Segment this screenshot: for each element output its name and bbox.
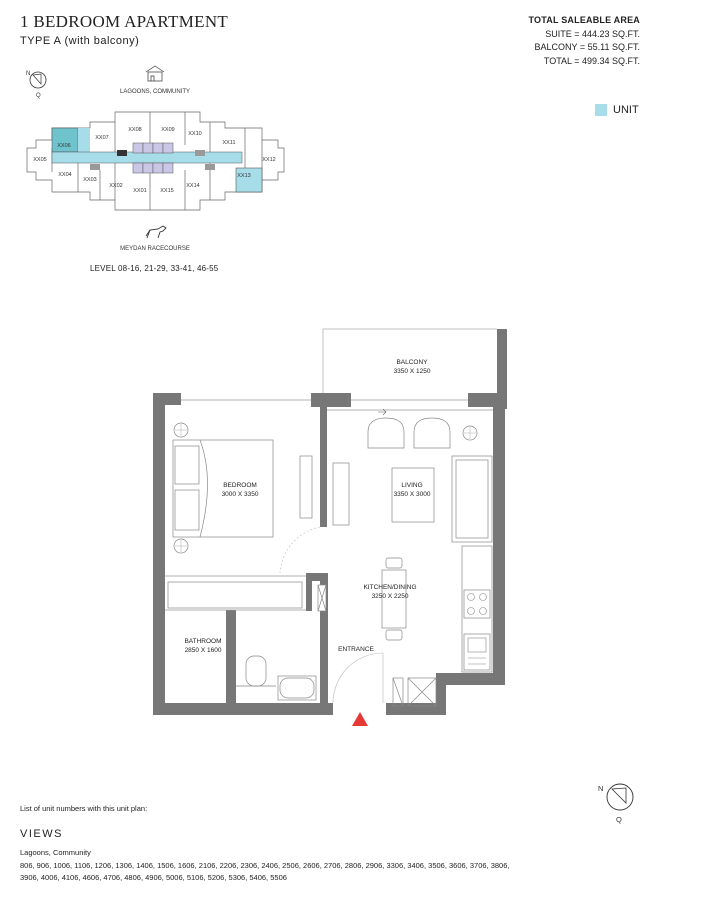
keyplan-highlight-unit [78, 128, 90, 152]
unit-type-subtitle: TYPE A (with balcony) [20, 35, 140, 47]
svg-text:XX09: XX09 [161, 127, 174, 133]
svg-text:XX08: XX08 [128, 127, 141, 133]
svg-text:XX01: XX01 [133, 188, 146, 194]
bedroom-label: BEDROOM [223, 482, 257, 489]
saleable-area-block: TOTAL SALEABLE AREA SUITE = 444.23 SQ.FT… [529, 14, 640, 68]
entrance-label: ENTRANCE [338, 646, 374, 653]
balcony-dim: 3350 X 1250 [394, 368, 431, 375]
svg-text:XX06: XX06 [57, 143, 70, 149]
community-icon [145, 65, 165, 82]
views-heading: VIEWS [20, 828, 63, 840]
keyplan-bottom-label: MEYDAN RACECOURSE [120, 246, 190, 252]
living-furniture [367, 417, 493, 543]
keyplan-top-label: LAGOONS, COMMUNITY [120, 89, 190, 95]
kitchen-dim: 3250 X 2250 [372, 593, 409, 600]
keyplan-highlight-unit-2 [235, 167, 263, 193]
area-heading: TOTAL SALEABLE AREA [528, 15, 640, 25]
area-balcony: BALCONY = 55.11 SQ.FT. [534, 42, 640, 52]
keyplan-stair-block-4 [205, 164, 215, 170]
keyplan-unit-labels: XX06 XX07 XX08 XX09 XX10 XX11 XX12 XX05 … [33, 127, 275, 194]
bedroom-door-swing [279, 526, 321, 574]
bathroom-fixtures [236, 584, 327, 701]
living-dim: 3350 X 3000 [394, 491, 431, 498]
svg-text:XX15: XX15 [160, 188, 173, 194]
bathroom-dim: 2850 X 1600 [185, 647, 222, 654]
area-total: TOTAL = 499.34 SQ.FT. [543, 55, 640, 66]
wardrobe-icon [167, 581, 303, 609]
stove-icon [463, 589, 491, 619]
exterior-walls [153, 393, 505, 715]
svg-text:XX13: XX13 [237, 173, 250, 179]
svg-text:XX12: XX12 [262, 157, 275, 163]
kitchen-label: KITCHEN/DINING [363, 584, 416, 591]
room-labels: BALCONY 3350 X 1250 BEDROOM 3000 X 3350 … [184, 359, 430, 654]
bedroom-dim: 3000 X 3350 [222, 491, 259, 498]
unit-list-note: List of unit numbers with this unit plan… [20, 804, 148, 813]
toilet-icon [245, 655, 267, 687]
keyplan-compass-n: N [26, 71, 30, 77]
plan-compass-q: Q [616, 815, 622, 824]
svg-text:XX02: XX02 [109, 183, 122, 189]
racecourse-horse-icon [145, 225, 167, 239]
key-plan: N Q LAGOONS, COMMUNITY XX06 [26, 65, 285, 252]
legend: UNIT [595, 104, 639, 116]
views-subheading: Lagoons, Community [20, 848, 91, 857]
svg-text:XX05: XX05 [33, 157, 46, 163]
keyplan-stair-block-2 [195, 150, 205, 156]
closet-icon [392, 677, 437, 707]
keyplan-selected-unit [51, 127, 79, 153]
balcony-area [322, 328, 497, 395]
armchair-icon [367, 417, 405, 449]
keyplan-compass-q: Q [36, 93, 41, 99]
plan-compass-icon: N Q [598, 783, 634, 824]
keyplan-core [132, 142, 174, 174]
level-range: LEVEL 08-16, 21-29, 33-41, 46-55 [90, 264, 219, 273]
legend-swatch [595, 104, 607, 116]
coffee-table-icon [391, 467, 435, 523]
area-suite: SUITE = 444.23 SQ.FT. [545, 28, 640, 39]
bedroom-furniture [167, 422, 350, 609]
crosshair-marks [175, 424, 187, 552]
page-title: 1 BEDROOM APARTMENT [20, 12, 229, 31]
legend-label: UNIT [613, 104, 639, 116]
svg-text:XX04: XX04 [58, 172, 71, 178]
svg-text:XX14: XX14 [186, 183, 199, 189]
living-label: LIVING [401, 482, 422, 489]
plan-compass-n: N [598, 784, 603, 793]
balcony-wall [497, 329, 507, 409]
kitchen-furniture [381, 545, 493, 673]
keyplan-compass-icon: N Q [26, 71, 47, 99]
keyplan-stair-block-3 [90, 164, 100, 170]
desk-icon [299, 455, 313, 519]
entrance-marker-icon [352, 712, 368, 726]
keyplan-stair-block [117, 150, 127, 156]
balcony-label: BALCONY [396, 359, 428, 366]
entrance-door-swing [332, 652, 384, 704]
svg-text:XX03: XX03 [83, 177, 96, 183]
dining-table-icon [381, 569, 407, 629]
armchair-icon-2 [413, 417, 451, 449]
arrow-icon [378, 408, 387, 416]
unit-number-list: 806, 906, 1006, 1106, 1206, 1306, 1406, … [20, 861, 510, 882]
tv-unit-icon [332, 462, 350, 526]
interior-partitions [165, 399, 493, 611]
svg-text:XX11: XX11 [222, 140, 235, 146]
svg-text:XX10: XX10 [188, 131, 201, 137]
svg-text:XX07: XX07 [95, 135, 108, 141]
bathroom-label: BATHROOM [184, 638, 221, 645]
